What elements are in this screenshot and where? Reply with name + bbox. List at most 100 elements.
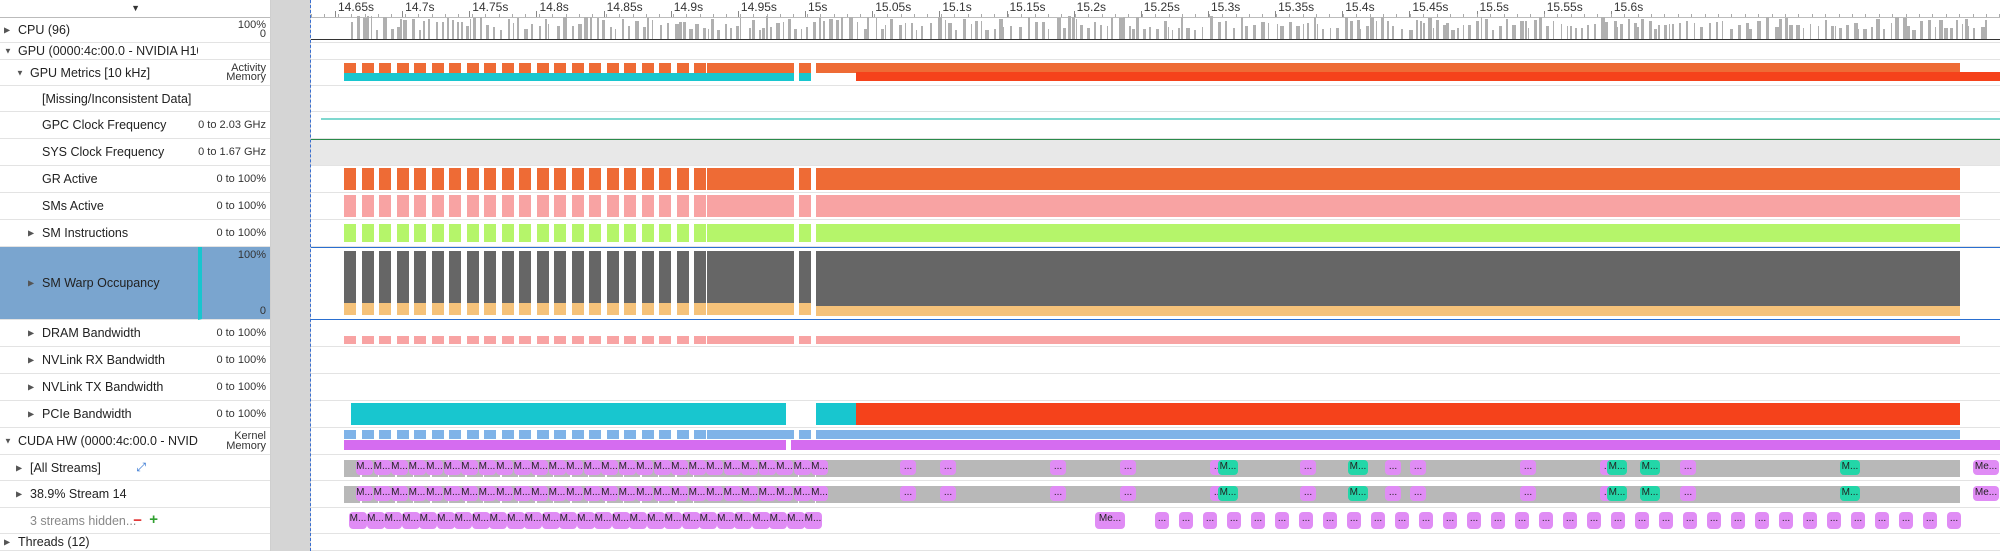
row-dram[interactable]: ▶DRAM Bandwidth: [0, 320, 198, 347]
memcpy-chip[interactable]: ...: [1851, 512, 1865, 529]
row-pcie[interactable]: ▶PCIe Bandwidth: [0, 401, 198, 428]
memcpy-chip[interactable]: M...: [594, 512, 612, 529]
kernel-chip[interactable]: M...: [1840, 460, 1860, 475]
memcpy-chip[interactable]: M...: [443, 486, 461, 501]
memcpy-chip[interactable]: M...: [548, 460, 566, 475]
memcpy-chip[interactable]: ...: [1323, 512, 1337, 529]
track-sm_warp[interactable]: [311, 247, 2000, 320]
kernel-chip[interactable]: M...: [1607, 460, 1627, 475]
kernel-chip[interactable]: M...: [1607, 486, 1627, 501]
memcpy-chip[interactable]: M...: [408, 460, 426, 475]
memcpy-chip[interactable]: ...: [1659, 512, 1673, 529]
memcpy-chip[interactable]: ...: [1707, 512, 1721, 529]
row-gpu_metrics[interactable]: ▼GPU Metrics [10 kHz]: [0, 60, 198, 86]
memcpy-chip[interactable]: ...: [1410, 486, 1426, 501]
memcpy-chip[interactable]: M...: [699, 512, 717, 529]
memcpy-chip[interactable]: M...: [419, 512, 437, 529]
memcpy-chip[interactable]: M...: [461, 460, 478, 475]
kernel-chip[interactable]: M...: [1840, 486, 1860, 501]
chevron-down-icon[interactable]: ▼: [131, 3, 140, 13]
kernel-chip[interactable]: M...: [1218, 460, 1238, 475]
memcpy-chip[interactable]: M...: [373, 460, 391, 475]
memcpy-chip[interactable]: ...: [1300, 460, 1316, 475]
memcpy-chip[interactable]: M...: [688, 486, 706, 501]
memcpy-chip[interactable]: M...: [793, 486, 811, 501]
memcpy-chip[interactable]: ...: [1395, 512, 1409, 529]
memcpy-chip[interactable]: ...: [1050, 486, 1066, 501]
memcpy-chip[interactable]: Me...: [1973, 486, 1999, 501]
memcpy-chip[interactable]: ...: [1520, 460, 1536, 475]
row-cpu[interactable]: ▶CPU (96): [0, 17, 198, 43]
memcpy-chip[interactable]: ...: [1635, 512, 1649, 529]
memcpy-chip[interactable]: M...: [391, 460, 408, 475]
memcpy-chip[interactable]: ...: [1467, 512, 1481, 529]
chevron-down-icon[interactable]: ▼: [16, 68, 24, 77]
memcpy-chip[interactable]: M...: [496, 460, 513, 475]
row-gr_active[interactable]: GR Active: [0, 166, 198, 193]
memcpy-chip[interactable]: M...: [356, 460, 373, 475]
memcpy-chip[interactable]: ...: [1419, 512, 1433, 529]
memcpy-chip[interactable]: ...: [1680, 460, 1696, 475]
memcpy-chip[interactable]: M...: [356, 486, 373, 501]
add-icon[interactable]: +: [149, 511, 158, 528]
memcpy-chip[interactable]: M...: [531, 486, 548, 501]
memcpy-chip[interactable]: ...: [1779, 512, 1793, 529]
memcpy-chip[interactable]: M...: [548, 486, 566, 501]
track-hidden[interactable]: M...M...M...M...M...M...M...M...M...M...…: [311, 508, 2000, 534]
memcpy-chip[interactable]: M...: [681, 512, 700, 529]
memcpy-chip[interactable]: M...: [461, 486, 478, 501]
memcpy-chip[interactable]: M...: [776, 486, 793, 501]
memcpy-chip[interactable]: M...: [496, 486, 513, 501]
memcpy-chip[interactable]: M...: [583, 460, 601, 475]
memcpy-chip[interactable]: ...: [1683, 512, 1697, 529]
memcpy-chip[interactable]: M...: [611, 512, 630, 529]
memcpy-chip[interactable]: M...: [618, 486, 636, 501]
memcpy-chip[interactable]: ...: [1731, 512, 1745, 529]
track-cuda_hw[interactable]: [311, 428, 2000, 455]
kernel-chip[interactable]: M...: [1218, 486, 1238, 501]
track-sys_clock[interactable]: [311, 139, 2000, 166]
memcpy-chip[interactable]: ...: [1491, 512, 1505, 529]
row-nvl_rx[interactable]: ▶NVLink RX Bandwidth: [0, 347, 198, 374]
remove-icon[interactable]: −: [133, 512, 142, 529]
chevron-right-icon[interactable]: ▶: [4, 537, 11, 547]
row-nvl_tx[interactable]: ▶NVLink TX Bandwidth: [0, 374, 198, 401]
memcpy-chip[interactable]: ...: [940, 486, 956, 501]
memcpy-chip[interactable]: M...: [426, 486, 443, 501]
memcpy-chip[interactable]: ...: [1251, 512, 1265, 529]
memcpy-chip[interactable]: ...: [1899, 512, 1913, 529]
row-sm_warp[interactable]: ▶SM Warp Occupancy: [0, 247, 198, 320]
track-cpu[interactable]: [311, 16, 2000, 43]
memcpy-chip[interactable]: ...: [1385, 460, 1401, 475]
track-nvl_tx[interactable]: [311, 374, 2000, 401]
memcpy-chip[interactable]: ...: [1120, 460, 1136, 475]
memcpy-chip[interactable]: M...: [793, 460, 811, 475]
kernel-chip[interactable]: M...: [1348, 460, 1368, 475]
expand-icon[interactable]: ⤢: [136, 460, 146, 474]
memcpy-chip[interactable]: ...: [1347, 512, 1361, 529]
memcpy-chip[interactable]: ...: [1300, 486, 1316, 501]
memcpy-chip[interactable]: M...: [664, 512, 682, 529]
memcpy-chip[interactable]: M...: [513, 486, 531, 501]
row-all_streams[interactable]: ▶[All Streams]⤢: [0, 455, 198, 481]
memcpy-chip[interactable]: ...: [1385, 486, 1401, 501]
memcpy-chip[interactable]: M...: [583, 486, 601, 501]
memcpy-chip[interactable]: Me...: [1095, 512, 1125, 529]
memcpy-chip[interactable]: ...: [940, 460, 956, 475]
memcpy-chip[interactable]: M...: [804, 512, 822, 529]
memcpy-chip[interactable]: M...: [653, 486, 671, 501]
memcpy-chip[interactable]: M...: [758, 486, 776, 501]
memcpy-chip[interactable]: M...: [478, 486, 496, 501]
chevron-right-icon[interactable]: ▶: [16, 489, 23, 499]
memcpy-chip[interactable]: ...: [1520, 486, 1536, 501]
chevron-down-icon[interactable]: ▼: [4, 46, 12, 56]
memcpy-chip[interactable]: ...: [900, 460, 916, 475]
kernel-chip[interactable]: M...: [1640, 460, 1660, 475]
memcpy-chip[interactable]: M...: [786, 512, 805, 529]
chevron-right-icon[interactable]: ▶: [28, 409, 35, 419]
memcpy-chip[interactable]: M...: [506, 512, 525, 529]
row-gpc_clock[interactable]: GPC Clock Frequency: [0, 112, 198, 139]
memcpy-chip[interactable]: M...: [401, 512, 420, 529]
memcpy-chip[interactable]: M...: [671, 486, 688, 501]
memcpy-chip[interactable]: M...: [629, 512, 647, 529]
